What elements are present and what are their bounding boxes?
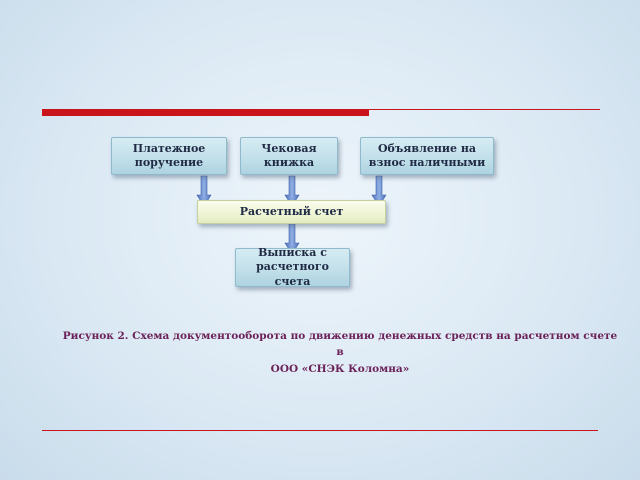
- figure-caption: Рисунок 2. Схема документооборота по дви…: [60, 328, 620, 377]
- node-cash-notice-label: Объявление на взнос наличными: [368, 141, 486, 169]
- node-cash-notice: Объявление на взнос наличными: [360, 137, 494, 175]
- node-payment-order: Платежное поручение: [111, 137, 227, 175]
- node-payment-order-label: Платежное поручение: [132, 141, 206, 169]
- node-statement-label: Выписка с расчетного счета: [256, 246, 329, 288]
- node-account-label: Расчетный счет: [239, 204, 344, 218]
- node-account: Расчетный счет: [197, 200, 386, 224]
- figure-caption-line-2: ООО «СНЭК Коломна»: [270, 362, 410, 375]
- header-divider-thin: [369, 109, 600, 110]
- node-statement: Выписка с расчетного счета: [235, 246, 350, 288]
- footer-divider: [42, 430, 598, 431]
- node-check-book-label: Чековая книжка: [261, 141, 317, 169]
- figure-caption-line-1: Рисунок 2. Схема документооборота по дви…: [62, 330, 618, 359]
- header-divider-thick: [42, 109, 369, 116]
- node-check-book: Чековая книжка: [240, 137, 338, 175]
